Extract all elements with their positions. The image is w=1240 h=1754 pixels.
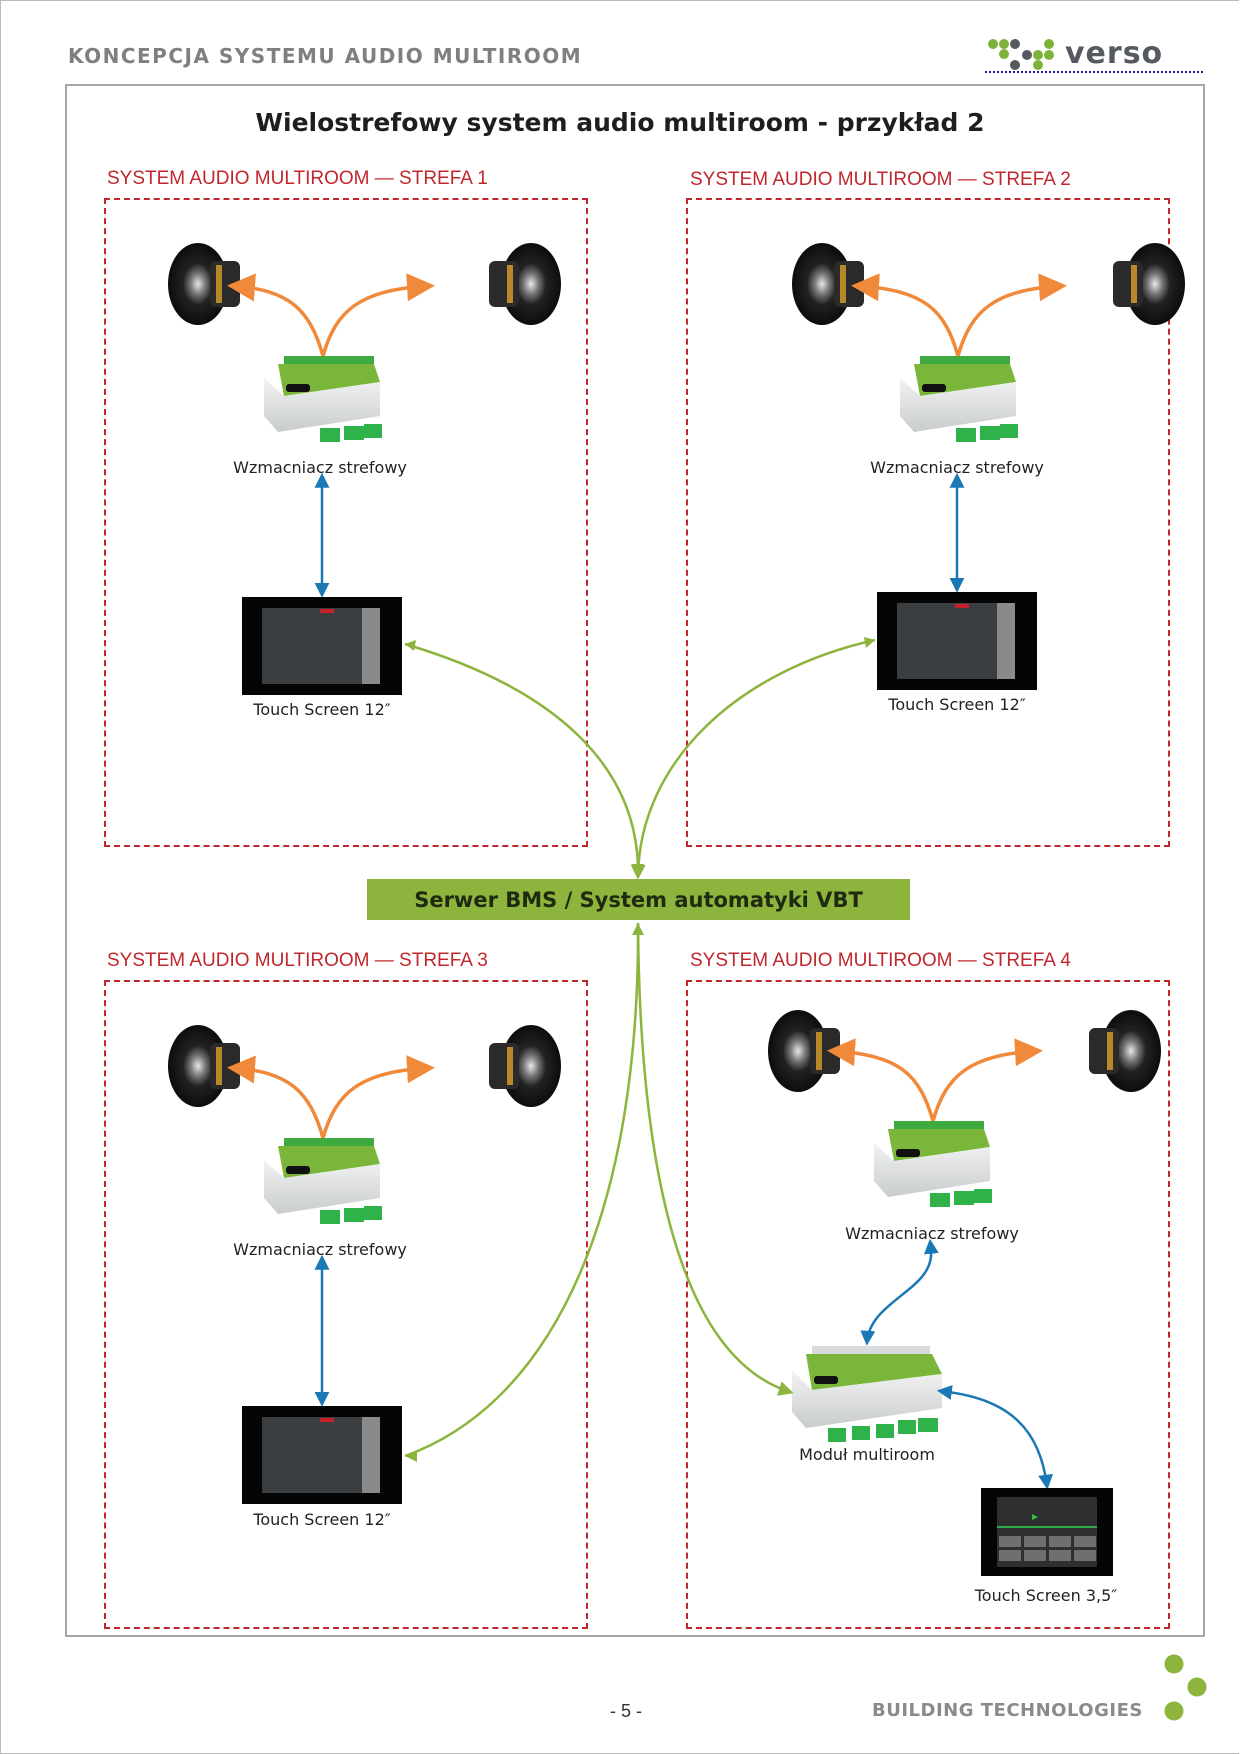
zone-amplifier-icon (264, 356, 382, 442)
control-arrow-module-panel (936, 1385, 1054, 1490)
speaker-icon (489, 243, 561, 325)
bus-arrow-zone3-head (405, 1450, 417, 1462)
speaker-arrow-left (827, 1038, 935, 1122)
zone-4-panel-label: Touch Screen 3,5″ (974, 1586, 1118, 1605)
zone-2-amplifier-label: Wzmacniacz strefowy (870, 458, 1044, 477)
speaker-arrow-right (321, 1055, 435, 1139)
page-number: - 5 - (610, 1701, 643, 1721)
zone-1-panel-label: Touch Screen 12″ (253, 700, 391, 719)
zone-2-panel-label: Touch Screen 12″ (888, 695, 1026, 714)
speaker-icon (792, 243, 864, 325)
zone-3-amplifier-label: Wzmacniacz strefowy (233, 1240, 407, 1259)
speaker-icon (1113, 243, 1185, 325)
zone-4-label: SYSTEM AUDIO MULTIROOM — STREFA 4 (690, 950, 1071, 971)
zone-4-amplifier-label: Wzmacniacz strefowy (845, 1224, 1019, 1243)
logo-wordmark: verso (1065, 36, 1164, 71)
zone-3-graphics (168, 1025, 561, 1504)
diagram-frame (65, 84, 1205, 1637)
bms-server-box: Serwer BMS / System automatyki VBT (367, 879, 910, 920)
zone-4-graphics (768, 1010, 1161, 1576)
zone-3-label: SYSTEM AUDIO MULTIROOM — STREFA 3 (107, 950, 488, 971)
bus-arrow-zone1 (404, 642, 646, 880)
control-arrow-amp-module (860, 1238, 939, 1346)
zone-2-label: SYSTEM AUDIO MULTIROOM — STREFA 2 (690, 169, 1071, 190)
logo-underline (985, 71, 1203, 73)
zone-1-box (104, 198, 588, 847)
touch-screen-12-icon (877, 592, 1037, 690)
footer-dots-icon (1164, 1654, 1207, 1721)
speaker-icon (168, 243, 240, 325)
bus-arrow-server-head-top (632, 864, 644, 876)
bus-arrow-zone3 (404, 922, 640, 1458)
speaker-icon (1089, 1010, 1161, 1092)
zone-3-box (104, 980, 588, 1629)
speaker-icon (768, 1010, 840, 1092)
zone-3-panel-label: Touch Screen 12″ (253, 1510, 391, 1529)
zone-2-graphics (792, 243, 1185, 690)
speaker-arrow-left (851, 273, 960, 357)
speaker-icon (168, 1025, 240, 1107)
multiroom-module-icon (792, 1346, 942, 1442)
zone-4-module-label: Moduł multiroom (799, 1445, 935, 1464)
bus-arrow-server-head-bottom (632, 923, 644, 935)
speaker-icon (489, 1025, 561, 1107)
touch-screen-12-icon (242, 1406, 402, 1504)
bus-arrow-zone2-head (864, 637, 875, 648)
zone-amplifier-icon (900, 356, 1018, 442)
zone-4-box (686, 980, 1170, 1629)
speaker-arrow-right (931, 1038, 1043, 1122)
bus-arrow-zone1-head (405, 640, 416, 651)
speaker-arrow-right (321, 273, 435, 357)
zone-1-amplifier-label: Wzmacniacz strefowy (233, 458, 407, 477)
zone-2-box (686, 198, 1170, 847)
touch-screen-3-5-icon (981, 1488, 1113, 1576)
zone-amplifier-icon (264, 1138, 382, 1224)
header-title: KONCEPCJA SYSTEMU AUDIO MULTIROOM (68, 44, 583, 68)
diagram-title: Wielostrefowy system audio multiroom - p… (255, 108, 985, 137)
footer-brand: BUILDING TECHNOLOGIES (872, 1700, 1143, 1721)
verso-logo: verso (985, 36, 1205, 76)
zone-1-label: SYSTEM AUDIO MULTIROOM — STREFA 1 (107, 168, 488, 189)
bus-arrow-zone4 (636, 922, 794, 1396)
touch-screen-12-icon (242, 597, 402, 695)
bus-arrow-zone2 (636, 638, 876, 877)
zone-amplifier-icon (874, 1121, 992, 1207)
verso-logo-dots-icon (988, 39, 1054, 70)
speaker-arrow-left (227, 1055, 325, 1139)
speaker-arrow-left (227, 273, 325, 357)
speaker-arrow-right (956, 273, 1067, 357)
zone-1-graphics (168, 243, 561, 695)
